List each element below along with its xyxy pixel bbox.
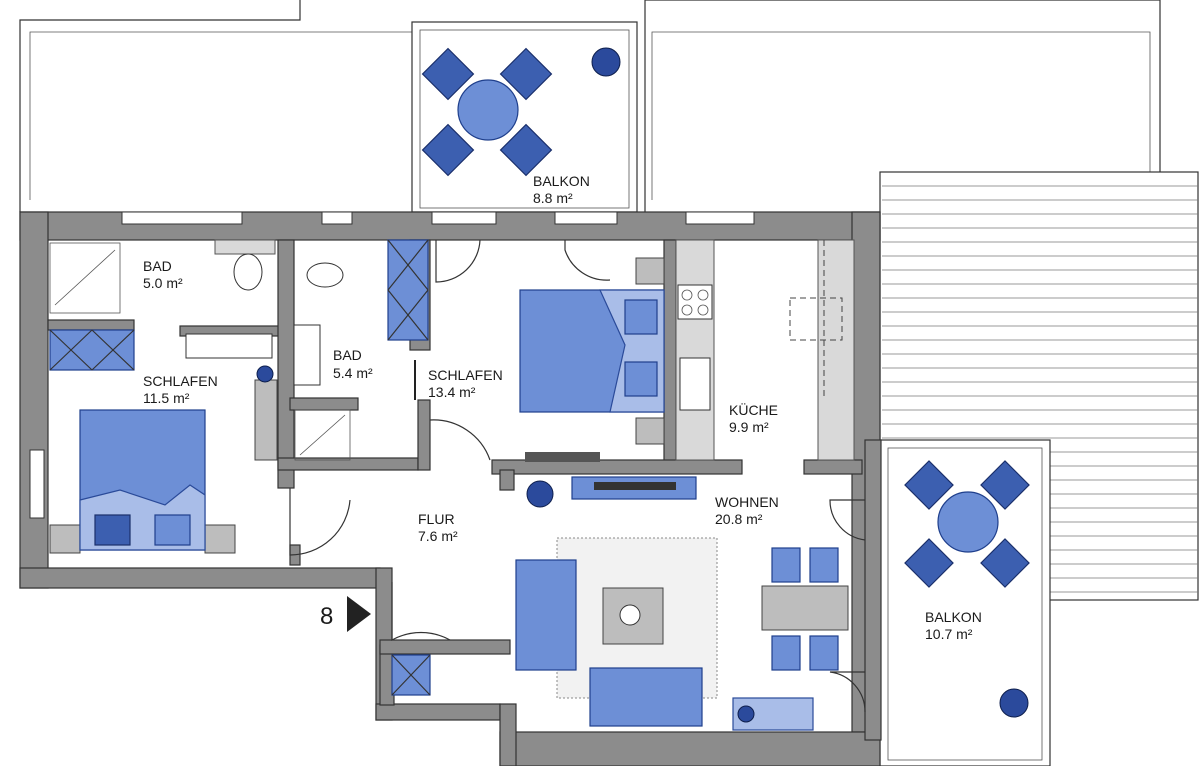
wardrobe-schlafen-2 — [387, 239, 429, 341]
balcony-right-furniture — [904, 460, 1030, 588]
sink-icon — [679, 357, 711, 411]
room-labels: BALKON 8.8 m² BAD 5.0 m² BAD 5.4 m² SCHL… — [143, 173, 982, 642]
room-name-bad-2: BAD — [333, 347, 362, 363]
entrance-marker: 8 — [320, 596, 371, 632]
bed-schlafen-2 — [519, 257, 665, 445]
wardrobe-schlafen-1 — [49, 329, 135, 371]
room-area-balkon-right: 10.7 m² — [925, 626, 973, 642]
bad-2-fixtures — [293, 262, 351, 461]
room-name-schlafen-2: SCHLAFEN — [428, 367, 503, 383]
room-name-bad-1: BAD — [143, 258, 172, 274]
windows — [29, 211, 755, 519]
room-area-flur: 7.6 m² — [418, 528, 458, 544]
entrance-arrow-icon — [347, 596, 371, 632]
room-name-balkon-right: BALKON — [925, 609, 982, 625]
bad-1-fixtures — [49, 239, 276, 359]
terrace-top-left — [19, 0, 412, 212]
room-area-schlafen-2: 13.4 m² — [428, 384, 476, 400]
dining-table — [761, 547, 849, 671]
room-name-flur: FLUR — [418, 511, 455, 527]
unit-number: 8 — [320, 603, 333, 630]
room-area-kueche: 9.9 m² — [729, 419, 769, 435]
plant-icon — [256, 365, 274, 383]
room-name-wohnen: WOHNEN — [715, 494, 779, 510]
toilet-icon — [233, 253, 263, 291]
room-area-wohnen: 20.8 m² — [715, 511, 763, 527]
tv-sideboard — [525, 452, 697, 500]
room-area-bad-2: 5.4 m² — [333, 365, 373, 381]
room-area-balkon-top: 8.8 m² — [533, 190, 573, 206]
plant-icon — [737, 705, 755, 723]
plant-icon — [999, 688, 1029, 718]
plant-icon — [591, 47, 621, 77]
balcony-top-furniture — [421, 47, 553, 177]
wardrobe-flur — [391, 654, 431, 696]
room-name-kueche: KÜCHE — [729, 401, 778, 418]
stove-icon — [677, 284, 713, 320]
room-name-balkon-top: BALKON — [533, 173, 590, 189]
room-area-schlafen-1: 11.5 m² — [143, 390, 190, 406]
living-area — [515, 537, 814, 731]
room-area-bad-1: 5.0 m² — [143, 275, 183, 291]
bed-schlafen-1 — [49, 379, 278, 554]
room-name-schlafen-1: SCHLAFEN — [143, 373, 218, 389]
terrace-top-right — [644, 0, 1161, 212]
doors — [289, 239, 866, 713]
kitchen-counter — [675, 239, 855, 461]
plant-icon — [526, 480, 554, 508]
plants — [256, 47, 1029, 723]
